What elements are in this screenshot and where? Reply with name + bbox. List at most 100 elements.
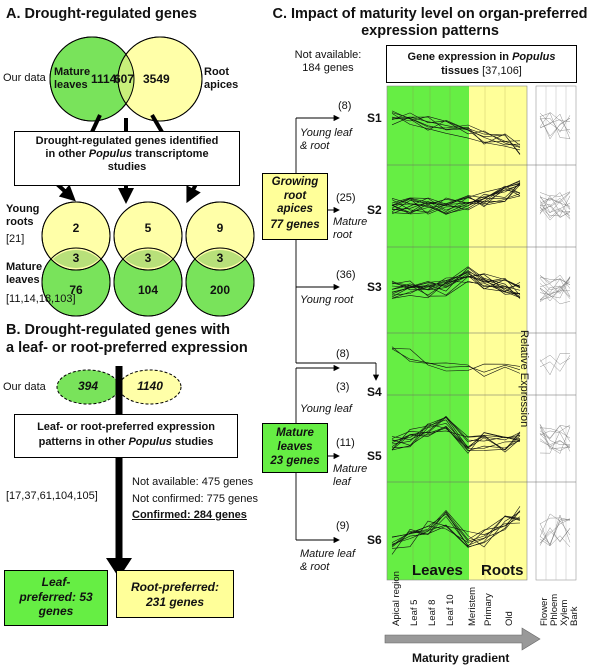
tissue-label-1: Leaf 5: [409, 599, 420, 626]
profile-line: [391, 423, 521, 449]
not-available-c: Not available:184 genes: [294, 49, 362, 74]
panel-a-title: A. Drought-regulated genes: [6, 6, 197, 22]
mature-leaves-label: Mature leaves: [54, 66, 91, 91]
profile-line-secondary: [539, 424, 571, 454]
profile-line: [391, 110, 521, 146]
profile-line: [391, 274, 521, 296]
profile-line: [391, 271, 521, 299]
profile-line-secondary: [539, 205, 571, 218]
panel-c-title-2: expression patterns: [361, 23, 499, 39]
profile-line-secondary: [539, 192, 571, 213]
profile-line-secondary: [539, 113, 571, 140]
s6-label: S6: [367, 533, 382, 547]
profile-line-secondary: [539, 527, 571, 546]
small-venn-2: [113, 201, 183, 317]
profile-line: [391, 267, 521, 296]
profile-line-secondary: [539, 274, 571, 289]
v2-top: 5: [144, 221, 152, 235]
s4-label: S4: [367, 385, 382, 399]
s4-extra-count: (8): [336, 348, 350, 360]
profile-line: [391, 348, 521, 372]
profile-line-secondary: [539, 285, 571, 302]
s6-desc: Mature leaf& root: [300, 548, 356, 573]
venn-count-left: 1114: [91, 72, 117, 86]
profile-line-secondary: [539, 112, 571, 131]
profile-line-secondary: [539, 353, 571, 376]
ellipse-leaf-count: 394: [77, 379, 99, 393]
lr-box-line2: patterns in other Populus studies: [38, 436, 214, 448]
s2-count: (25): [336, 192, 356, 204]
profile-line-secondary: [539, 198, 571, 207]
profile-line: [391, 506, 521, 548]
our-data-label-a: Our data: [3, 72, 46, 84]
panel-b-title-2: a leaf- or root-preferred expression: [6, 340, 248, 356]
tissue-label-6: Old: [504, 611, 515, 626]
profile-line-secondary: [539, 513, 571, 537]
root-preferred-box: Root-preferred:231 genes: [116, 570, 234, 618]
leaves-band-label: Leaves: [412, 562, 463, 579]
tissue-label-4: Meristem: [467, 586, 478, 626]
s4-desc: Young leaf: [300, 403, 352, 415]
profile-line-secondary: [539, 355, 571, 372]
venn-count-right: 3549: [143, 72, 170, 86]
panel-b-refs: [17,37,61,104,105]: [6, 490, 98, 502]
s5-count: (11): [336, 437, 355, 449]
profile-line-secondary: [539, 197, 571, 213]
profile-line-secondary: [539, 112, 571, 128]
profile-line: [391, 510, 521, 549]
profile-line: [391, 195, 521, 215]
tissue-label-3: Leaf 10: [445, 594, 456, 626]
s5-label: S5: [367, 449, 382, 463]
profile-line: [391, 182, 521, 212]
s4-count: (3): [336, 381, 350, 393]
v1-top: 2: [72, 221, 80, 235]
venn-overlap: [117, 54, 135, 104]
root-apices-label: Root apices: [204, 66, 239, 91]
profile-line-secondary: [539, 514, 571, 547]
v3-mid: 3: [216, 251, 224, 265]
s3-label: S3: [367, 280, 382, 294]
tissue-label-2: Leaf 8: [427, 599, 438, 626]
profile-line: [391, 116, 521, 155]
ellipse-root-count: 1140: [137, 379, 163, 393]
s3-count: (36): [336, 269, 356, 281]
profile-line: [391, 346, 521, 377]
profile-line-secondary: [539, 277, 571, 299]
profile-line-secondary: [539, 192, 571, 210]
relative-expression-label: Relative Expression: [518, 330, 530, 428]
profile-line-secondary: [539, 195, 571, 220]
drought-box-line3: studies: [107, 161, 147, 173]
maturity-gradient-label: Maturity gradient: [412, 651, 510, 665]
profile-line-secondary: [539, 278, 571, 291]
mature-leaves-ref: [11,14,18,103]: [6, 293, 76, 305]
profile-line-secondary: [539, 207, 571, 221]
profile-line: [391, 416, 521, 443]
profile-line: [391, 271, 521, 291]
tissue-label-5: Primary: [483, 593, 494, 626]
s1-label: S1: [367, 111, 382, 125]
profile-line: [391, 116, 521, 147]
profile-line-secondary: [539, 115, 571, 133]
profile-line-secondary: [539, 277, 571, 296]
profile-line: [391, 112, 521, 146]
s1-count: (8): [338, 100, 352, 112]
s6-count: (9): [336, 520, 350, 532]
gene-expression-box: Gene expression in Populus tissues [37,1…: [386, 45, 577, 83]
v2-mid: 3: [144, 251, 152, 265]
v1-mid: 3: [72, 251, 80, 265]
profile-line: [391, 181, 521, 211]
profile-line: [391, 182, 521, 215]
profile-line-secondary: [539, 425, 571, 442]
v1-bot: 76: [69, 283, 83, 297]
drought-box-line1: Drought-regulated genes identified: [35, 135, 219, 147]
profile-line: [391, 515, 521, 548]
profile-line: [391, 417, 521, 441]
leaf-root-studies-box: Leaf- or root-preferred expression patte…: [14, 414, 238, 458]
tissue2-label-3: Bark: [569, 606, 580, 626]
profile-line: [391, 273, 521, 296]
young-roots-ref: [21]: [6, 233, 25, 245]
